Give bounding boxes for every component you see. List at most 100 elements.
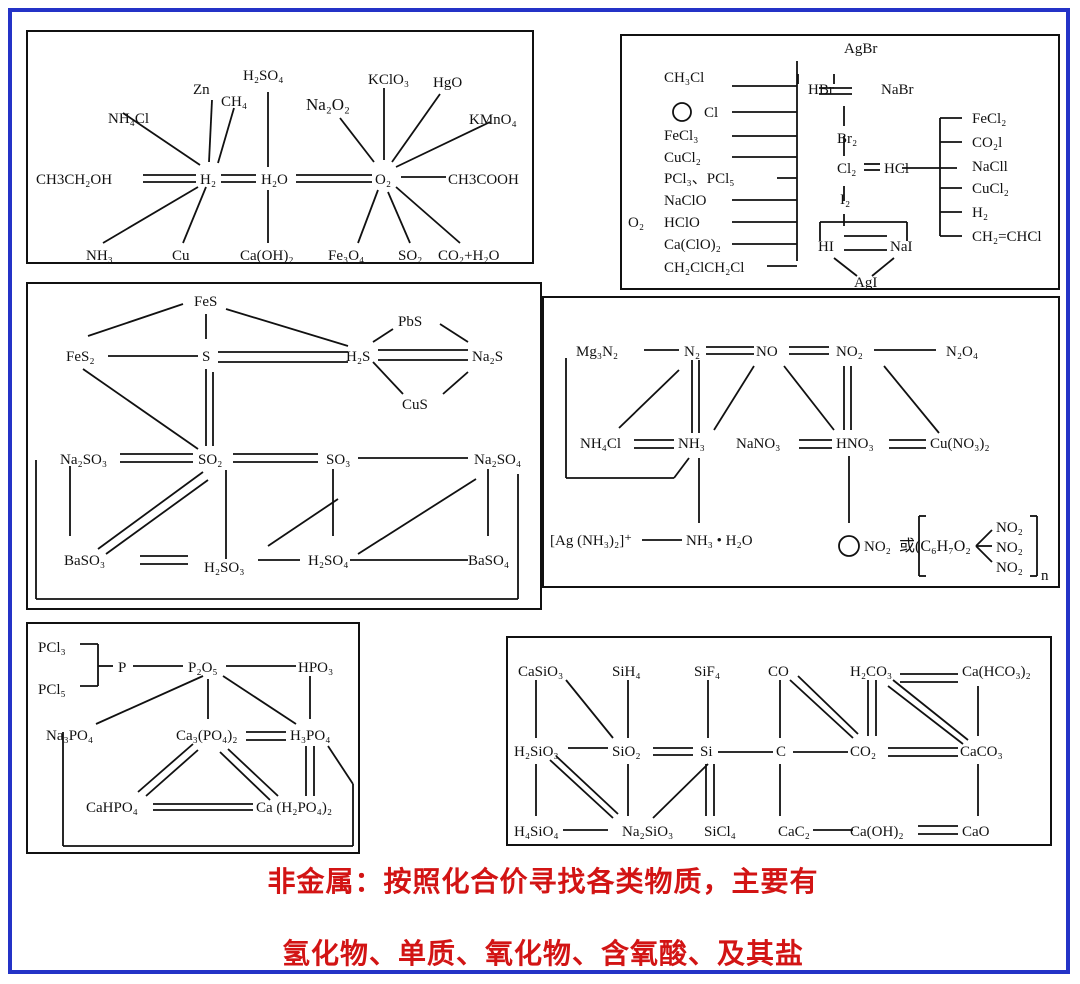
panel-halogens: AgBr HBr NaBr CH₃Cl Cl FeCl₃ CuCl₂ PCl₃、…: [620, 34, 1060, 291]
node-hno3: HNO₃: [836, 436, 874, 452]
diagram-phosphorus: PCl₃ P P₂O₅ HPO₃ PCl₅ Na₃PO₄ Ca₃(PO₄)₂ H…: [38, 640, 354, 847]
node-casio3: CaSiO₃: [518, 664, 563, 680]
node-hbr: HBr: [808, 82, 834, 98]
node-hclo: HClO: [664, 215, 700, 231]
node-pcl3-pcl5: PCl₃、PCl₅: [664, 171, 735, 187]
node-p2o5: P₂O₅: [188, 660, 218, 676]
node-h3po4: H₃PO₄: [290, 728, 330, 744]
node-cao: CaO: [962, 824, 990, 840]
node-h2so3: H₂SO₃: [204, 560, 244, 576]
node-na3po4: Na₃PO₄: [46, 728, 93, 744]
node-nabr: NaBr: [881, 82, 914, 98]
node-co: CO: [768, 664, 789, 680]
node-h2so4: H₂SO₄: [308, 553, 348, 569]
diagram-sulfur: FeS PbS FeS₂ S H₂S Na₂S CuS Na₂SO₃ SO₂ S…: [35, 294, 521, 600]
node-fecl2: FeCl₂: [972, 111, 1006, 127]
node-h2: H₂: [200, 172, 216, 188]
node-caoh2: Ca(OH)₂: [240, 248, 294, 264]
node-cus: CuS: [402, 397, 428, 413]
node-n2o4: N₂O₄: [946, 344, 978, 360]
diagram-halogens: AgBr HBr NaBr CH₃Cl Cl FeCl₃ CuCl₂ PCl₃、…: [628, 41, 1042, 291]
node-cl2: Cl₂: [837, 161, 856, 177]
node-kclo3: KClO₃: [368, 72, 409, 88]
node-o2: O₂: [375, 172, 391, 188]
diagram-hydrogen-oxygen: H₂SO₄ Zn CH₄ NH₄Cl CH3CH₂OH H₂ H₂O NH₃ C…: [36, 68, 519, 264]
node-nai: NaI: [890, 239, 913, 255]
node-agi: AgI: [854, 275, 877, 291]
node-cahpo4: CaHPO₄: [86, 800, 138, 816]
node-zn: Zn: [193, 82, 210, 98]
node-pcl5: PCl₅: [38, 682, 66, 698]
node-fe3o4: Fe₃O₄: [328, 248, 364, 264]
node-cahco32: Ca(HCO₃)₂: [962, 664, 1031, 680]
node-ch3ch2oh: CH3CH₂OH: [36, 172, 112, 188]
node-si: Si: [700, 744, 713, 760]
node-s: S: [202, 349, 210, 365]
node-h2s: H₂S: [346, 349, 370, 365]
node-na2so4: Na₂SO₄: [474, 452, 521, 468]
node-so3: SO₃: [326, 452, 350, 468]
node-ch2clch2cl: CH₂ClCH₂Cl: [664, 260, 744, 276]
panel-sulfur: FeS PbS FeS₂ S H₂S Na₂S CuS Na₂SO₃ SO₂ S…: [26, 282, 542, 610]
node-pcl3: PCl₃: [38, 640, 66, 656]
node-o2: O₂: [628, 215, 644, 231]
node-caoh2: Ca(OH)₂: [850, 824, 904, 840]
node-h2sio3: H₂SiO₃: [514, 744, 559, 760]
node-n-subscript: n: [1041, 568, 1049, 584]
node-ch3cooh: CH3COOH: [448, 172, 519, 188]
node-n2: N₂: [684, 344, 700, 360]
node-sif4: SiF₄: [694, 664, 720, 680]
node-baso4: BaSO₄: [468, 553, 509, 569]
node-caclo2: Ca(ClO)₂: [664, 237, 721, 253]
node-sicl4: SiCl₄: [704, 824, 736, 840]
node-na2sio3: Na₂SiO₃: [622, 824, 673, 840]
node-h2co3: H₂CO₃: [850, 664, 892, 680]
node-i2: I₂: [840, 192, 850, 208]
node-naclo: NaClO: [664, 193, 707, 209]
panel-phosphorus: PCl₃ P P₂O₅ HPO₃ PCl₅ Na₃PO₄ Ca₃(PO₄)₂ H…: [26, 622, 360, 854]
caption-line-2: 氢化物、单质、氧化物、含氧酸、及其盐: [281, 937, 804, 970]
node-nitrobenzene: NO₂: [864, 539, 891, 555]
node-fes: FeS: [194, 294, 217, 310]
diagram-nitrogen: Mg₃N₂ N₂ NO NO₂ N₂O₄ NH₄Cl NH₃ NaNO₃ HNO…: [550, 344, 1049, 584]
node-sih4: SiH₄: [612, 664, 641, 680]
node-co2l: CO₂l: [972, 135, 1002, 151]
node-sio2: SiO₂: [612, 744, 641, 760]
node-so2: SO₂: [198, 452, 222, 468]
node-cuno32: Cu(NO₃)₂: [930, 436, 990, 452]
node-h2so4: H₂SO₄: [243, 68, 283, 84]
node-nh4cl: NH₄Cl: [580, 436, 621, 452]
node-nitro-1: NO₂: [996, 520, 1023, 536]
node-caco3: CaCO₃: [960, 744, 1003, 760]
node-nh3-h2o: NH₃ • H₂O: [686, 533, 753, 549]
node-co2-h2o: CO₂+H₂O: [438, 248, 500, 264]
caption-line-1: 非金属：按照化合价寻找各类物质，主要有: [267, 865, 819, 898]
node-mg3n2: Mg₃N₂: [576, 344, 618, 360]
node-baso3: BaSO₃: [64, 553, 105, 569]
node-or-cellulose: 或(C₆H₇O₂: [899, 537, 971, 555]
node-nacll: NaCll: [972, 159, 1008, 175]
node-p: P: [118, 660, 126, 676]
panel-hydrogen-oxygen: H₂SO₄ Zn CH₄ NH₄Cl CH3CH₂OH H₂ H₂O NH₃ C…: [26, 30, 534, 264]
node-hi: HI: [818, 239, 834, 255]
node-cucl2-a: CuCl₂: [664, 150, 701, 166]
diagram-carbon-silicon: CaSiO₃ SiH₄ SiF₄ CO H₂CO₃ Ca(HCO₃)₂ H₂Si…: [514, 664, 1031, 840]
node-nitro-3: NO₂: [996, 560, 1023, 576]
node-fes2: FeS₂: [66, 349, 95, 365]
node-h2: H₂: [972, 205, 988, 221]
node-so2: SO₂: [398, 248, 422, 264]
panel-nitrogen: Mg₃N₂ N₂ NO NO₂ N₂O₄ NH₄Cl NH₃ NaNO₃ HNO…: [542, 296, 1060, 588]
node-ca3po42: Ca₃(PO₄)₂: [176, 728, 238, 744]
node-no: NO: [756, 344, 778, 360]
node-na2o2: Na₂O₂: [306, 95, 350, 114]
panel-carbon-silicon: CaSiO₃ SiH₄ SiF₄ CO H₂CO₃ Ca(HCO₃)₂ H₂Si…: [506, 636, 1052, 846]
node-cucl2-b: CuCl₂: [972, 181, 1009, 197]
node-ch2chcl: CH₂=CHCl: [972, 229, 1042, 245]
node-nh3: NH₃: [86, 248, 113, 264]
node-kmno4: KMnO₄: [469, 112, 517, 128]
node-hpo3: HPO₃: [298, 660, 333, 676]
node-nh3: NH₃: [678, 436, 705, 452]
node-ch4: CH₄: [221, 94, 247, 110]
node-phcl: Cl: [704, 105, 718, 121]
outer-frame: H₂SO₄ Zn CH₄ NH₄Cl CH3CH₂OH H₂ H₂O NH₃ C…: [8, 8, 1070, 974]
